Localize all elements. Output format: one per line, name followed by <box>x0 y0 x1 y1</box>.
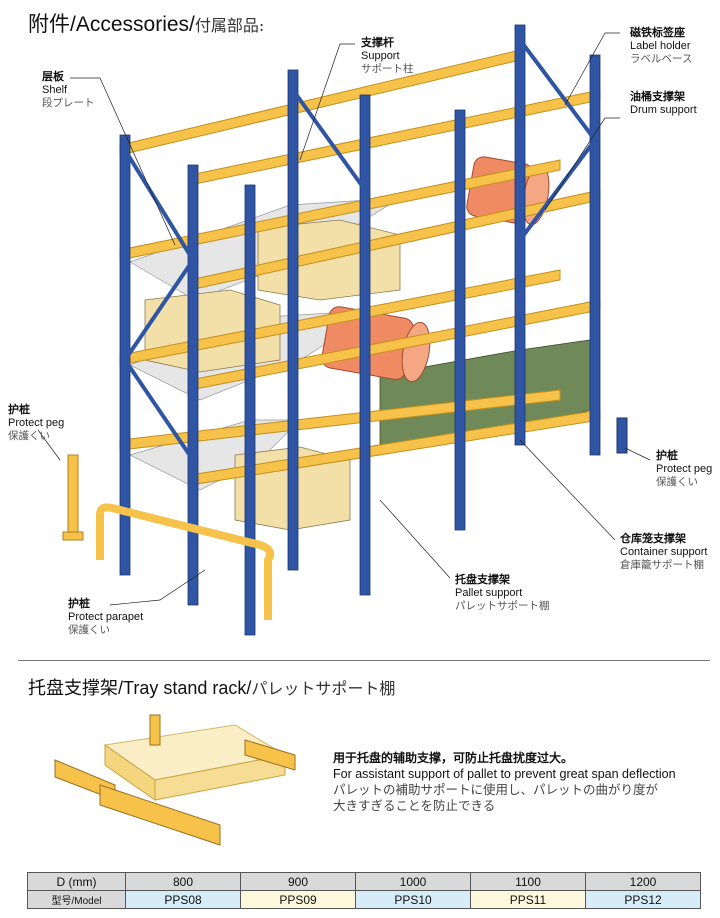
callout-jp: 段プレート <box>42 97 95 109</box>
callout-en: Protect peg <box>656 463 713 475</box>
protect-peg-right <box>616 417 628 454</box>
tray-stand-description: 用于托盘的辅助支撑，可防止托盘扰度过大。 For assistant suppo… <box>333 750 676 814</box>
desc-jp-line1: パレットの補助サポートに使用し、パレットの曲がり度が <box>333 782 659 797</box>
table-cell: 1000 <box>355 872 471 891</box>
uprights <box>119 24 601 636</box>
protect-parapet <box>96 503 275 620</box>
model-table: D (mm) 800 900 1000 1100 1200 型号/Model P… <box>27 872 701 909</box>
callout-cn: 仓库笼支撑架 <box>620 533 686 545</box>
callout-cn: 护桩 <box>656 450 678 462</box>
callout-jp: パレットサポート棚 <box>455 600 550 612</box>
callout-jp: ラベルベース <box>630 53 693 65</box>
table-cell: 900 <box>240 872 356 891</box>
section-divider <box>18 660 710 661</box>
section-title-cn: 托盘支撑架 <box>28 678 118 698</box>
callout-en: Container support <box>620 546 708 558</box>
callout-en: Shelf <box>42 84 68 96</box>
rack-illustration <box>37 24 651 636</box>
callout-cn: 护桩 <box>8 404 30 416</box>
callout-en: Protect peg <box>8 417 65 429</box>
callout-cn: 护桩 <box>68 598 90 610</box>
tray-stand-illustration <box>54 714 296 846</box>
table-cell: PPS09 <box>240 890 356 909</box>
table-cell: 1200 <box>585 872 701 891</box>
callout-cn: 支撑杆 <box>361 37 394 49</box>
callout-en: Protect parapet <box>68 611 144 623</box>
callout-cn: 层板 <box>42 71 64 83</box>
title-en: /Accessories/ <box>70 13 195 36</box>
page-title: 附件/Accessories/付属部品: <box>28 8 264 38</box>
desc-cn: 用于托盘的辅助支撑，可防止托盘扰度过大。 <box>333 751 574 765</box>
table-header-model: 型号/Model <box>27 890 126 909</box>
desc-en: For assistant support of pallet to preve… <box>333 767 676 781</box>
section-title-jp: パレットサポート棚 <box>251 679 396 698</box>
table-row-depth: D (mm) 800 900 1000 1100 1200 <box>27 872 701 891</box>
callout-cn: 托盘支撑架 <box>455 574 510 586</box>
section-title-en: /Tray stand rack/ <box>118 678 252 698</box>
bracing <box>123 38 597 462</box>
callout-jp: サポート柱 <box>361 63 414 75</box>
callout-en: Pallet support <box>455 587 523 599</box>
callout-jp: 倉庫籠サポート棚 <box>620 559 704 571</box>
title-jp: 付属部品: <box>194 16 265 35</box>
callout-jp: 保護くい <box>8 430 50 442</box>
table-cell: 1100 <box>470 872 586 891</box>
section-title-tray-stand: 托盘支撑架/Tray stand rack/パレットサポート棚 <box>28 674 395 700</box>
table-row-model: 型号/Model PPS08 PPS09 PPS10 PPS11 PPS12 <box>27 890 701 909</box>
callout-cn: 油桶支撑架 <box>630 91 685 103</box>
table-cell: PPS08 <box>125 890 241 909</box>
title-cn: 附件 <box>28 13 70 36</box>
callout-en: Support <box>361 50 400 62</box>
table-cell: 800 <box>125 872 241 891</box>
table-cell: PPS10 <box>355 890 471 909</box>
callout-en: Drum support <box>630 104 697 116</box>
callout-jp: 保護くい <box>656 476 698 488</box>
table-header-depth: D (mm) <box>27 872 126 891</box>
leader-lines <box>37 32 651 606</box>
table-cell: PPS11 <box>470 890 586 909</box>
callout-en: Label holder <box>630 40 691 52</box>
protect-peg-left <box>62 454 84 541</box>
table-cell: PPS12 <box>585 890 701 909</box>
desc-jp-line2: 大きすぎることを防止できる <box>333 798 496 813</box>
callout-cn: 磁铁标签座 <box>630 27 685 39</box>
callout-jp: 保護くい <box>68 624 110 636</box>
